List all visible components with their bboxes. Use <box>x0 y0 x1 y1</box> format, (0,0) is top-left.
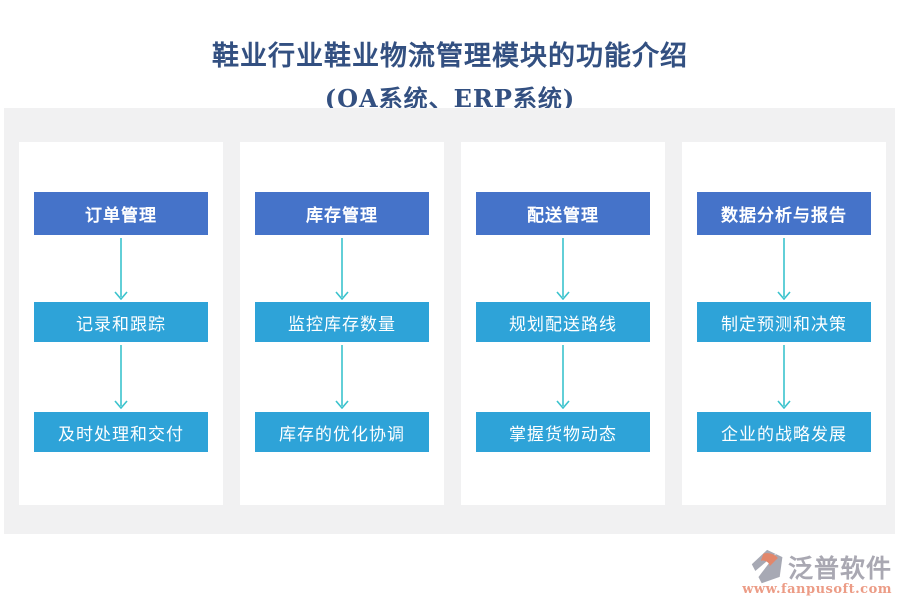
step-box: 监控库存数量 <box>255 302 429 342</box>
logo-url: www.fanpusoft.com <box>742 582 892 597</box>
column-card-inventory-management: 库存管理 监控库存数量 库存的优化协调 <box>240 142 444 505</box>
down-arrow-icon <box>555 235 571 302</box>
down-arrow-icon <box>776 235 792 302</box>
step-box: 记录和跟踪 <box>34 302 208 342</box>
fanpu-logo-icon <box>751 549 783 584</box>
down-arrow-icon <box>776 342 792 412</box>
step-box: 规划配送路线 <box>476 302 650 342</box>
column-card-delivery-management: 配送管理 规划配送路线 掌握货物动态 <box>461 142 665 505</box>
header-box: 库存管理 <box>255 192 429 235</box>
diagram-panel: 订单管理 记录和跟踪 及时处理和交付 <box>4 108 895 534</box>
header-box: 订单管理 <box>34 192 208 235</box>
header-box: 配送管理 <box>476 192 650 235</box>
step-box: 库存的优化协调 <box>255 412 429 452</box>
step-box: 企业的战略发展 <box>697 412 871 452</box>
column-card-order-management: 订单管理 记录和跟踪 及时处理和交付 <box>19 142 223 505</box>
columns-container: 订单管理 记录和跟踪 及时处理和交付 <box>4 108 895 505</box>
down-arrow-icon <box>555 342 571 412</box>
fanpu-logo: 泛普软件 www.fanpusoft.com <box>742 549 892 597</box>
down-arrow-icon <box>334 342 350 412</box>
column-card-data-analysis: 数据分析与报告 制定预测和决策 企业的战略发展 <box>682 142 886 505</box>
down-arrow-icon <box>334 235 350 302</box>
step-box: 制定预测和决策 <box>697 302 871 342</box>
down-arrow-icon <box>113 342 129 412</box>
step-box: 掌握货物动态 <box>476 412 650 452</box>
header-box: 数据分析与报告 <box>697 192 871 235</box>
down-arrow-icon <box>113 235 129 302</box>
step-box: 及时处理和交付 <box>34 412 208 452</box>
page-title: 鞋业行业鞋业物流管理模块的功能介绍 (OA系统、ERP系统) <box>0 34 900 114</box>
logo-text: 泛普软件 <box>787 554 892 583</box>
title-line-1: 鞋业行业鞋业物流管理模块的功能介绍 <box>212 41 688 72</box>
